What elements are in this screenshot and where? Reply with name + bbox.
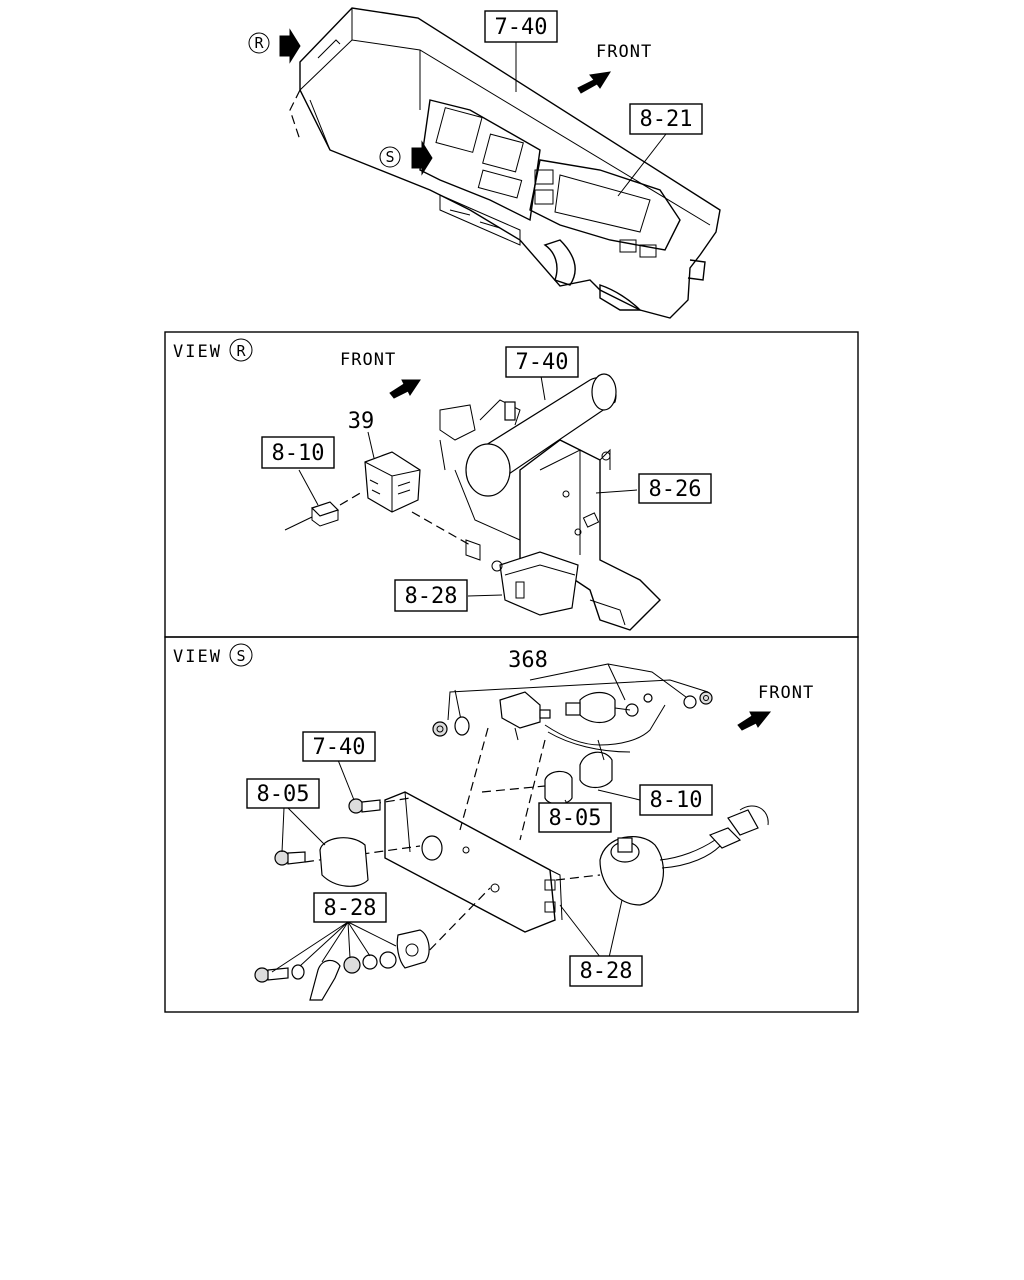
label-368: 368 (508, 648, 548, 673)
svg-text:368: 368 (508, 648, 548, 673)
view-r-arrow-icon (279, 28, 301, 64)
label-8-28-horn: 8-28 (569, 955, 643, 987)
label-7-40-view-s: 7-40 (302, 731, 376, 762)
label-8-28-view-r: 8-28 (394, 579, 468, 612)
svg-text:8-05: 8-05 (549, 806, 602, 831)
label-8-26: 8-26 (638, 473, 712, 504)
dashboard-top (299, 7, 721, 319)
svg-text:8-28: 8-28 (324, 896, 377, 921)
view-r-title: VIEW (173, 342, 222, 362)
label-7-40-view-r: 7-40 (505, 346, 579, 378)
label-39: 39 (348, 409, 375, 434)
label-8-10-view-r: 8-10 (261, 436, 335, 469)
front-arrow-icon-view-s (737, 711, 772, 731)
lock-parts (254, 929, 430, 1001)
cross-beam (439, 373, 617, 497)
svg-text:8-10: 8-10 (272, 441, 325, 466)
view-r-panel: VIEW R FRONT (164, 331, 859, 638)
svg-text:7-40: 7-40 (313, 735, 366, 760)
actuator (499, 691, 666, 753)
front-arrow-icon (577, 71, 611, 94)
view-s-title: VIEW (173, 647, 222, 667)
label-8-10-view-s: 8-10 (639, 784, 713, 816)
front-text-view-r: FRONT (340, 350, 396, 370)
relay-39 (364, 451, 421, 513)
svg-text:8-28: 8-28 (405, 584, 458, 609)
view-s-marker: S (379, 140, 433, 176)
control-module (465, 539, 579, 616)
switch-8-05-right (544, 770, 573, 805)
front-arrow-icon-view-r (389, 379, 421, 399)
dashboard-overview: R S (248, 7, 721, 319)
svg-text:8-05: 8-05 (257, 782, 310, 807)
view-s-frame (164, 636, 859, 1013)
mounting-plate (384, 791, 563, 933)
svg-text:7-40: 7-40 (495, 15, 548, 40)
label-8-05-left: 8-05 (246, 778, 320, 809)
view-r-title-marker: R (236, 342, 246, 360)
svg-text:8-21: 8-21 (640, 107, 693, 132)
svg-text:7-40: 7-40 (516, 350, 569, 375)
svg-text:8-10: 8-10 (650, 788, 703, 813)
connector-8-10-view-s (579, 739, 613, 789)
instrument-cluster (529, 159, 681, 251)
front-text-overview: FRONT (596, 42, 652, 62)
label-7-40-overview: 7-40 (484, 10, 558, 43)
svg-text:8-26: 8-26 (649, 477, 702, 502)
label-8-21: 8-21 (629, 103, 703, 135)
hardware-368 (432, 691, 713, 737)
view-r-marker: R (248, 28, 301, 64)
connector-8-10-view-r (284, 501, 340, 531)
label-8-05-right: 8-05 (538, 802, 612, 833)
svg-text:S: S (385, 148, 394, 166)
view-s-panel: VIEW S FRONT (164, 636, 859, 1013)
svg-text:R: R (254, 34, 264, 52)
svg-text:39: 39 (348, 409, 375, 434)
view-s-title-marker: S (236, 647, 245, 665)
switch-8-05-left (274, 837, 369, 887)
front-text-view-s: FRONT (758, 683, 814, 703)
bolt-7-40 (348, 798, 381, 814)
horn (599, 805, 769, 906)
center-console (419, 99, 541, 222)
svg-text:8-28: 8-28 (580, 959, 633, 984)
label-8-28-lock: 8-28 (313, 892, 387, 923)
